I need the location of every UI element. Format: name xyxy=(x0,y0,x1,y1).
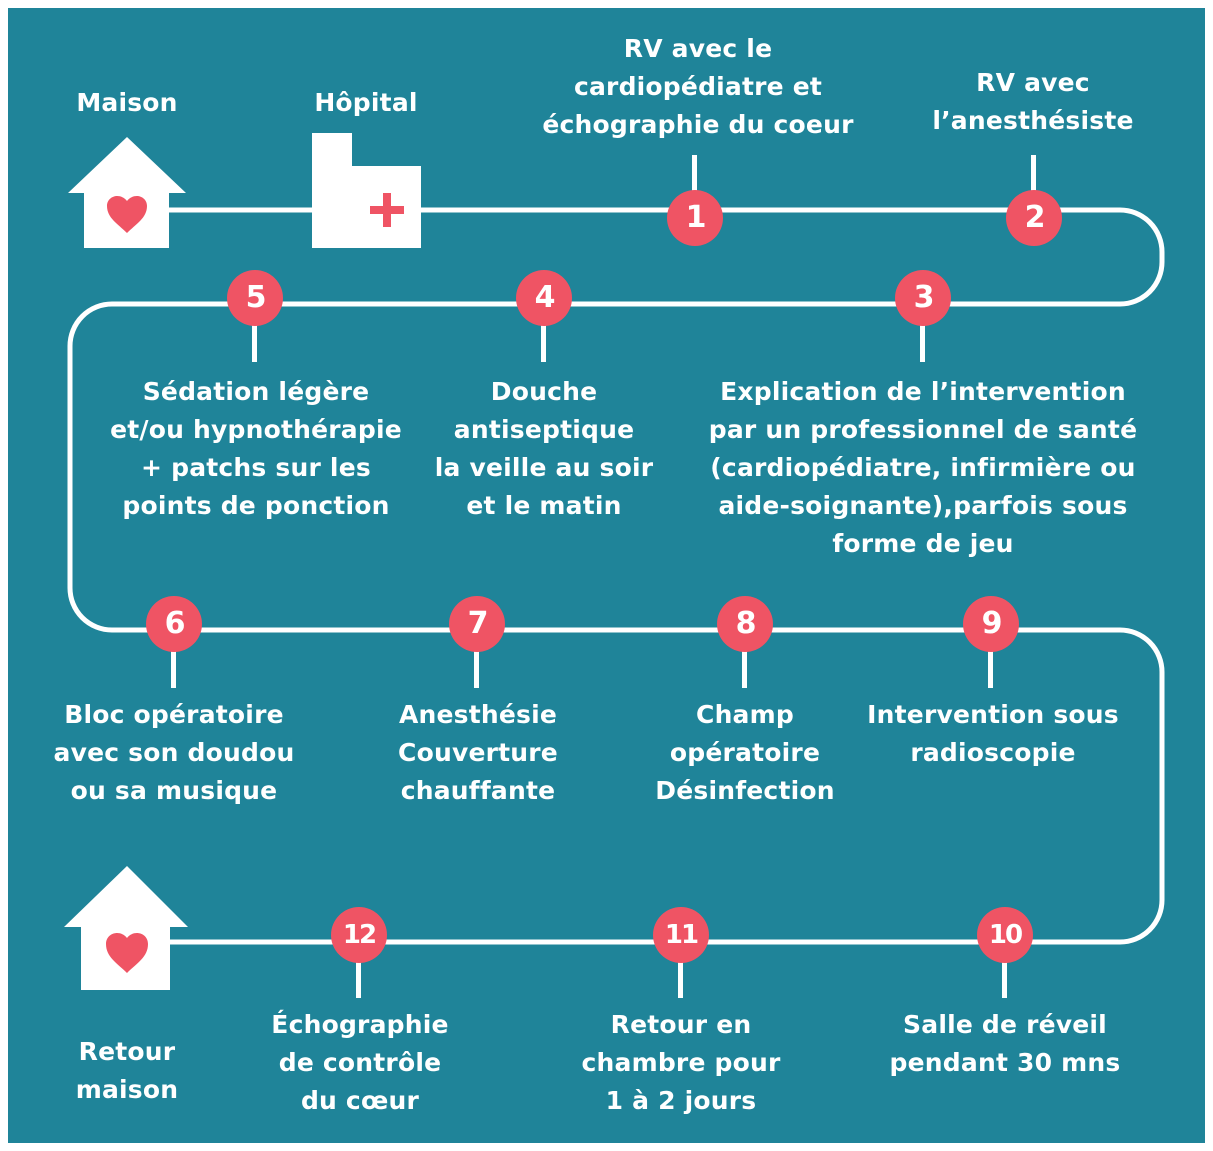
step-5-label: Sédation légère et/ou hypnothérapie + pa… xyxy=(100,373,412,525)
step-line: l’anesthésiste xyxy=(932,106,1134,135)
step-line: antiseptique xyxy=(453,415,635,444)
step-line: RV avec xyxy=(976,68,1090,97)
step-line: opératoire xyxy=(669,738,821,767)
step-3-label: Explication de l’intervention par un pro… xyxy=(700,373,1146,563)
step-number-badge: 4 xyxy=(516,270,572,326)
step-number-badge: 7 xyxy=(449,596,505,652)
house-heart-icon xyxy=(68,137,186,248)
step-line: chambre pour xyxy=(581,1048,781,1077)
return-home-line: maison xyxy=(75,1075,179,1104)
connector-tick xyxy=(988,630,993,688)
step-4-label: Douche antiseptique la veille au soir et… xyxy=(414,373,674,525)
connector-tick xyxy=(692,155,697,210)
step-line: 1 à 2 jours xyxy=(605,1086,757,1115)
step-line: Salle de réveil xyxy=(903,1010,1107,1039)
step-2-label: RV avec l’anesthésiste xyxy=(910,64,1156,140)
step-line: radioscopie xyxy=(910,738,1076,767)
connector-tick xyxy=(171,630,176,688)
step-line: avec son doudou xyxy=(53,738,295,767)
step-line: pendant 30 mns xyxy=(889,1048,1121,1077)
step-line: aide-soignante),parfois sous xyxy=(718,491,1128,520)
step-line: échographie du coeur xyxy=(542,110,854,139)
step-line: ou sa musique xyxy=(70,776,278,805)
home-label: Maison xyxy=(57,84,197,122)
path-line xyxy=(67,207,1165,945)
connector-tick xyxy=(356,942,361,998)
step-line: Intervention sous xyxy=(867,700,1119,729)
step-10-label: Salle de réveil pendant 30 mns xyxy=(880,1006,1130,1082)
return-home-label: Retour maison xyxy=(47,1033,207,1109)
step-line: (cardiopédiatre, infirmière ou xyxy=(710,453,1136,482)
step-line: RV avec le xyxy=(623,34,773,63)
step-9-label: Intervention sous radioscopie xyxy=(860,696,1126,772)
step-line: forme de jeu xyxy=(832,529,1014,558)
step-6-label: Bloc opératoire avec son doudou ou sa mu… xyxy=(40,696,308,810)
step-1-label: RV avec le cardiopédiatre et échographie… xyxy=(500,30,896,144)
step-number-badge: 8 xyxy=(717,596,773,652)
step-line: et/ou hypnothérapie xyxy=(110,415,402,444)
step-line: Échographie xyxy=(271,1010,449,1039)
connector-tick xyxy=(742,630,747,688)
step-line: Sédation légère xyxy=(142,377,370,406)
step-number-badge: 11 xyxy=(653,907,709,963)
step-number-badge: 1 xyxy=(667,190,723,246)
connector-tick xyxy=(1031,155,1036,210)
step-line: Explication de l’intervention xyxy=(720,377,1126,406)
step-8-label: Champ opératoire Désinfection xyxy=(640,696,850,810)
step-7-label: Anesthésie Couverture chauffante xyxy=(378,696,578,810)
step-line: Douche xyxy=(490,377,598,406)
connector-tick xyxy=(1002,942,1007,998)
step-number-badge: 5 xyxy=(227,270,283,326)
step-line: par un professionnel de santé xyxy=(708,415,1138,444)
step-line: et le matin xyxy=(466,491,622,520)
step-line: Bloc opératoire xyxy=(64,700,284,729)
step-line: de contrôle xyxy=(278,1048,442,1077)
step-number-badge: 2 xyxy=(1006,190,1062,246)
step-11-label: Retour en chambre pour 1 à 2 jours xyxy=(570,1006,792,1120)
step-number-badge: 12 xyxy=(331,907,387,963)
connector-tick xyxy=(474,630,479,688)
step-line: + patchs sur les xyxy=(141,453,371,482)
connector-tick xyxy=(252,304,257,362)
step-number-badge: 9 xyxy=(963,596,1019,652)
step-line: la veille au soir xyxy=(434,453,654,482)
return-home-line: Retour xyxy=(78,1037,176,1066)
step-line: du cœur xyxy=(300,1086,420,1115)
step-line: cardiopédiatre et xyxy=(573,72,823,101)
hospital-cross-icon xyxy=(312,133,421,248)
step-line: Retour en xyxy=(610,1010,752,1039)
connector-tick xyxy=(678,942,683,998)
step-number-badge: 6 xyxy=(146,596,202,652)
step-line: Désinfection xyxy=(655,776,835,805)
step-line: Anesthésie xyxy=(398,700,558,729)
house-heart-icon xyxy=(64,866,188,990)
step-12-label: Échographie de contrôle du cœur xyxy=(250,1006,470,1120)
step-line: points de ponction xyxy=(122,491,390,520)
connector-tick xyxy=(541,304,546,362)
home-label-text: Maison xyxy=(76,88,178,117)
step-number-badge: 3 xyxy=(895,270,951,326)
hospital-label-text: Hôpital xyxy=(314,88,418,117)
step-line: Champ xyxy=(696,700,794,729)
step-number-badge: 10 xyxy=(977,907,1033,963)
connector-tick xyxy=(920,304,925,362)
step-line: chauffante xyxy=(400,776,556,805)
hospital-label: Hôpital xyxy=(296,84,436,122)
step-line: Couverture xyxy=(398,738,558,767)
